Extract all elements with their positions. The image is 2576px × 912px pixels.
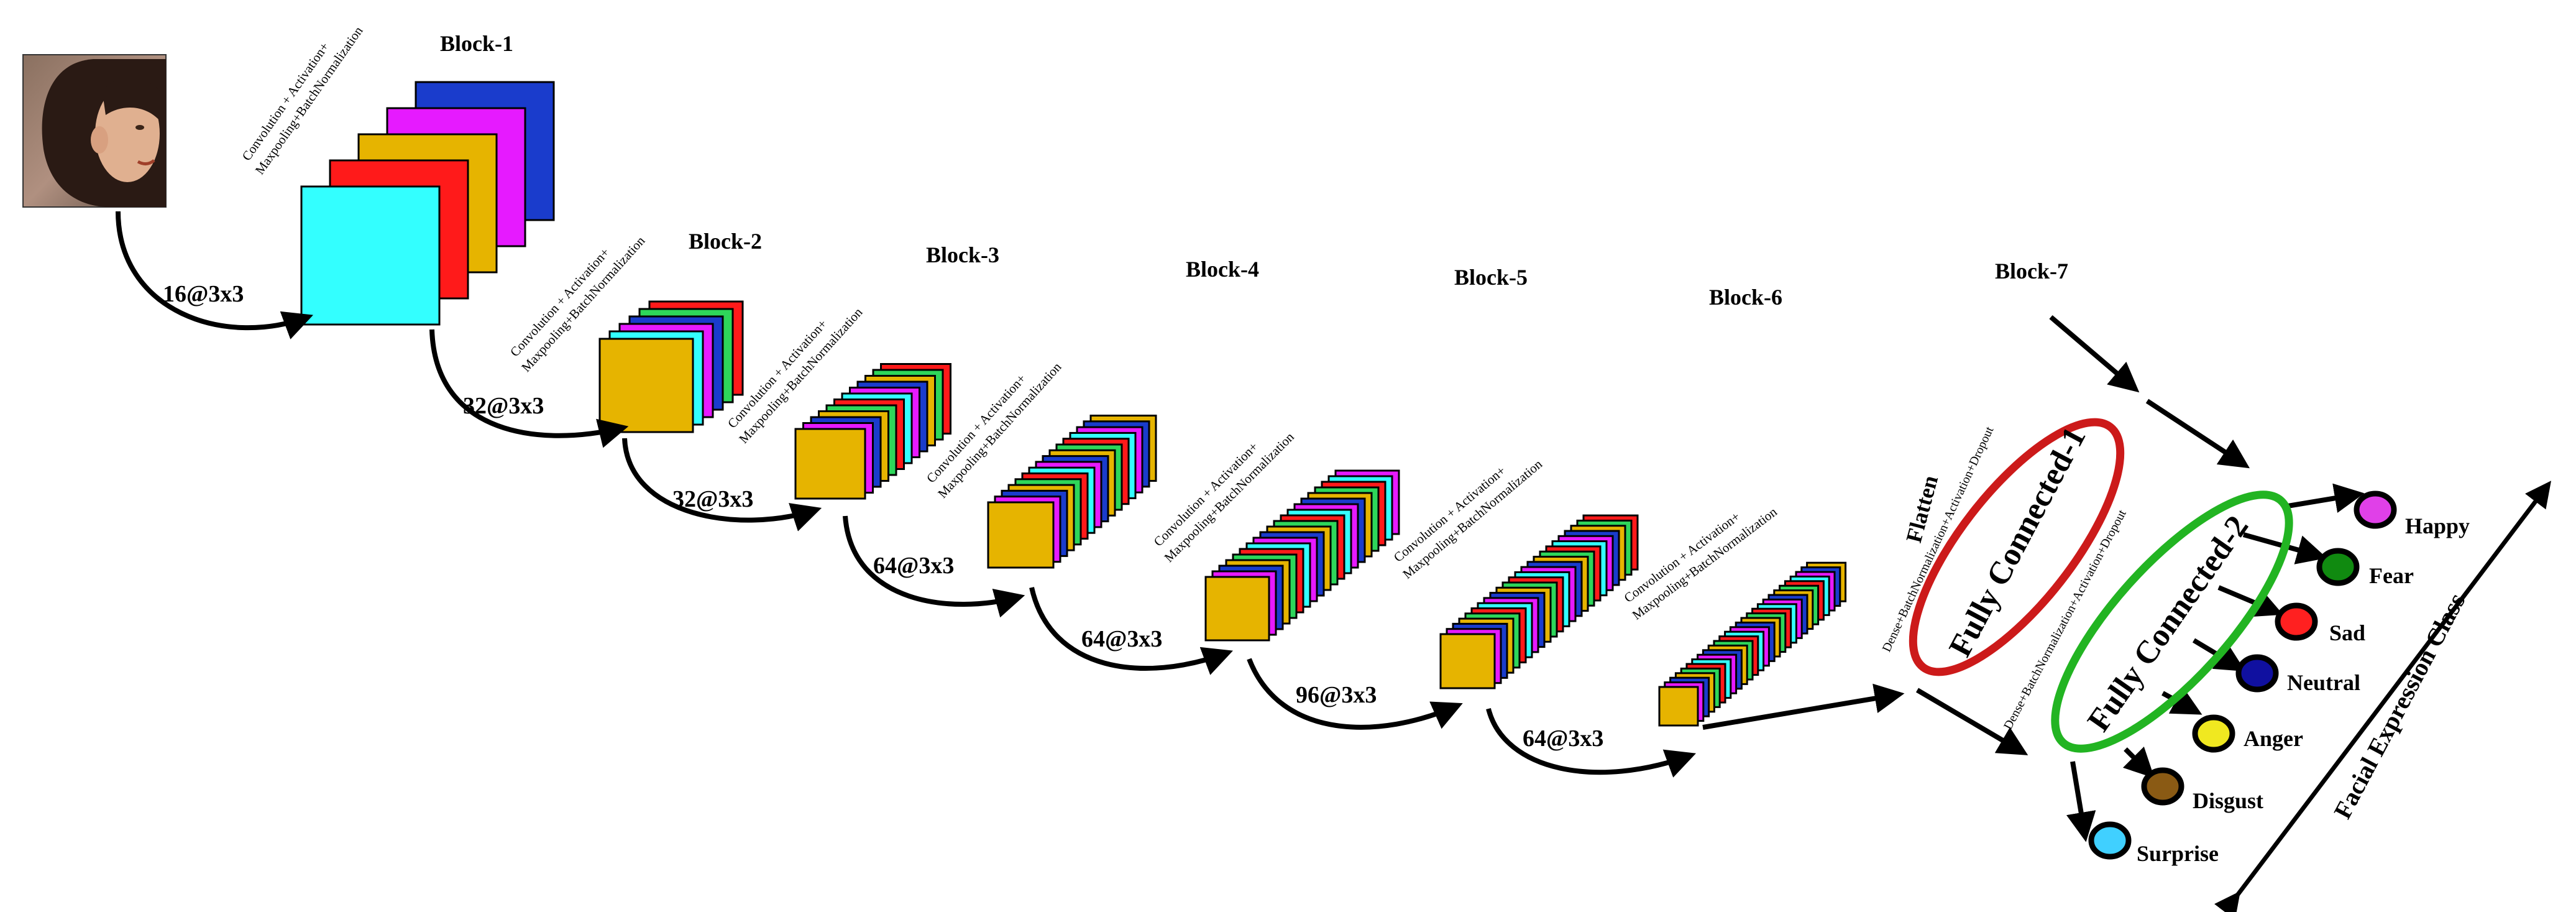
kernel-label-4: 64@3x3	[873, 553, 954, 579]
flow-arrow	[622, 438, 822, 532]
flow-arrow	[843, 515, 1025, 618]
input-face-image	[22, 54, 167, 208]
class-node-disgust	[2141, 767, 2184, 806]
block-2-stack	[598, 300, 744, 433]
class-node-sad	[2275, 602, 2318, 641]
feature-map	[1204, 576, 1270, 642]
feature-map	[598, 338, 694, 433]
flow-arrow	[2122, 746, 2155, 778]
block-2-title: Block-2	[689, 229, 762, 254]
block-1-title: Block-1	[440, 31, 513, 56]
conv-blocks	[300, 81, 1847, 727]
block-7-stack	[1658, 561, 1847, 727]
class-label-disgust: Disgust	[2193, 788, 2263, 813]
class-node-fear	[2316, 548, 2360, 586]
block-5-stack	[1204, 469, 1400, 642]
flow-arrow	[2066, 761, 2096, 842]
class-label-surprise: Surprise	[2137, 841, 2219, 866]
layer-label-6-line-2: Maxpooling+BatchNormalization	[1400, 456, 1545, 582]
class-node-neutral	[2235, 654, 2279, 693]
kernel-label-7: 64@3x3	[1523, 725, 1603, 752]
block-6-stack	[1439, 514, 1639, 689]
feature-map	[987, 501, 1055, 569]
class-label-sad: Sad	[2329, 620, 2365, 645]
kernel-label-3: 32@3x3	[672, 486, 753, 512]
fc1-ellipse	[1909, 418, 2125, 676]
flow-arrow	[2049, 315, 2140, 393]
flow-arrow	[1247, 658, 1463, 730]
expression-axis-line	[2214, 481, 2552, 912]
layer-label-6-line-1: Convolution + Activation+	[1391, 463, 1508, 565]
block-5-title: Block-5	[1454, 265, 1528, 290]
layer-label-6: Convolution + Activation+ Maxpooling+Bat…	[1391, 456, 1546, 582]
feature-map	[300, 185, 441, 326]
flow-arrow	[1915, 688, 2028, 755]
feature-map	[1439, 633, 1496, 689]
block-4-stack	[987, 415, 1157, 569]
flow-arrow	[429, 329, 629, 448]
flow-arrow	[1702, 683, 1905, 730]
class-label-happy: Happy	[2405, 514, 2470, 538]
layer-label-1: Convolution + Activation+ Maxpooling+Bat…	[239, 24, 366, 177]
class-node-anger	[2192, 714, 2235, 753]
block-4-title: Block-4	[1186, 257, 1259, 282]
block-7-title: Block-7	[1995, 259, 2068, 283]
layer-label-1-line-2: Maxpooling+BatchNormalization	[252, 24, 366, 177]
layer-label-2-line-1: Convolution + Activation+	[507, 245, 613, 360]
class-label-anger: Anger	[2244, 726, 2303, 751]
fully-connected-1: Dense+BatchNormalization+Activation+Drop…	[1880, 418, 2125, 676]
flow-arrow	[2161, 687, 2202, 715]
block-6-title: Block-6	[1709, 285, 1782, 310]
block-3-title: Block-3	[926, 242, 999, 267]
flow-arrow	[2283, 483, 2365, 513]
kernel-label-1: 16@3x3	[163, 281, 244, 307]
kernel-label-6: 96@3x3	[1296, 682, 1377, 708]
flow-arrow	[2145, 398, 2250, 469]
block-1-stack	[300, 81, 555, 326]
flow-arrow	[1486, 708, 1697, 778]
feature-map	[1658, 686, 1699, 727]
class-node-happy	[2354, 491, 2397, 529]
kernel-label-5: 64@3x3	[1081, 626, 1162, 652]
layer-label-5-line-1: Convolution + Activation+	[1151, 439, 1261, 549]
class-label-fear: Fear	[2369, 563, 2414, 588]
flow-arrow	[116, 211, 314, 339]
layer-label-7: Convolution + Activation+ Maxpooling+Bat…	[1621, 504, 1781, 623]
flow-arrow	[1029, 587, 1234, 675]
class-node-surprise	[2088, 821, 2132, 860]
feature-map	[794, 428, 866, 500]
block-3-stack	[794, 363, 951, 500]
kernel-label-2: 32@3x3	[463, 393, 544, 419]
class-label-neutral: Neutral	[2287, 670, 2360, 695]
